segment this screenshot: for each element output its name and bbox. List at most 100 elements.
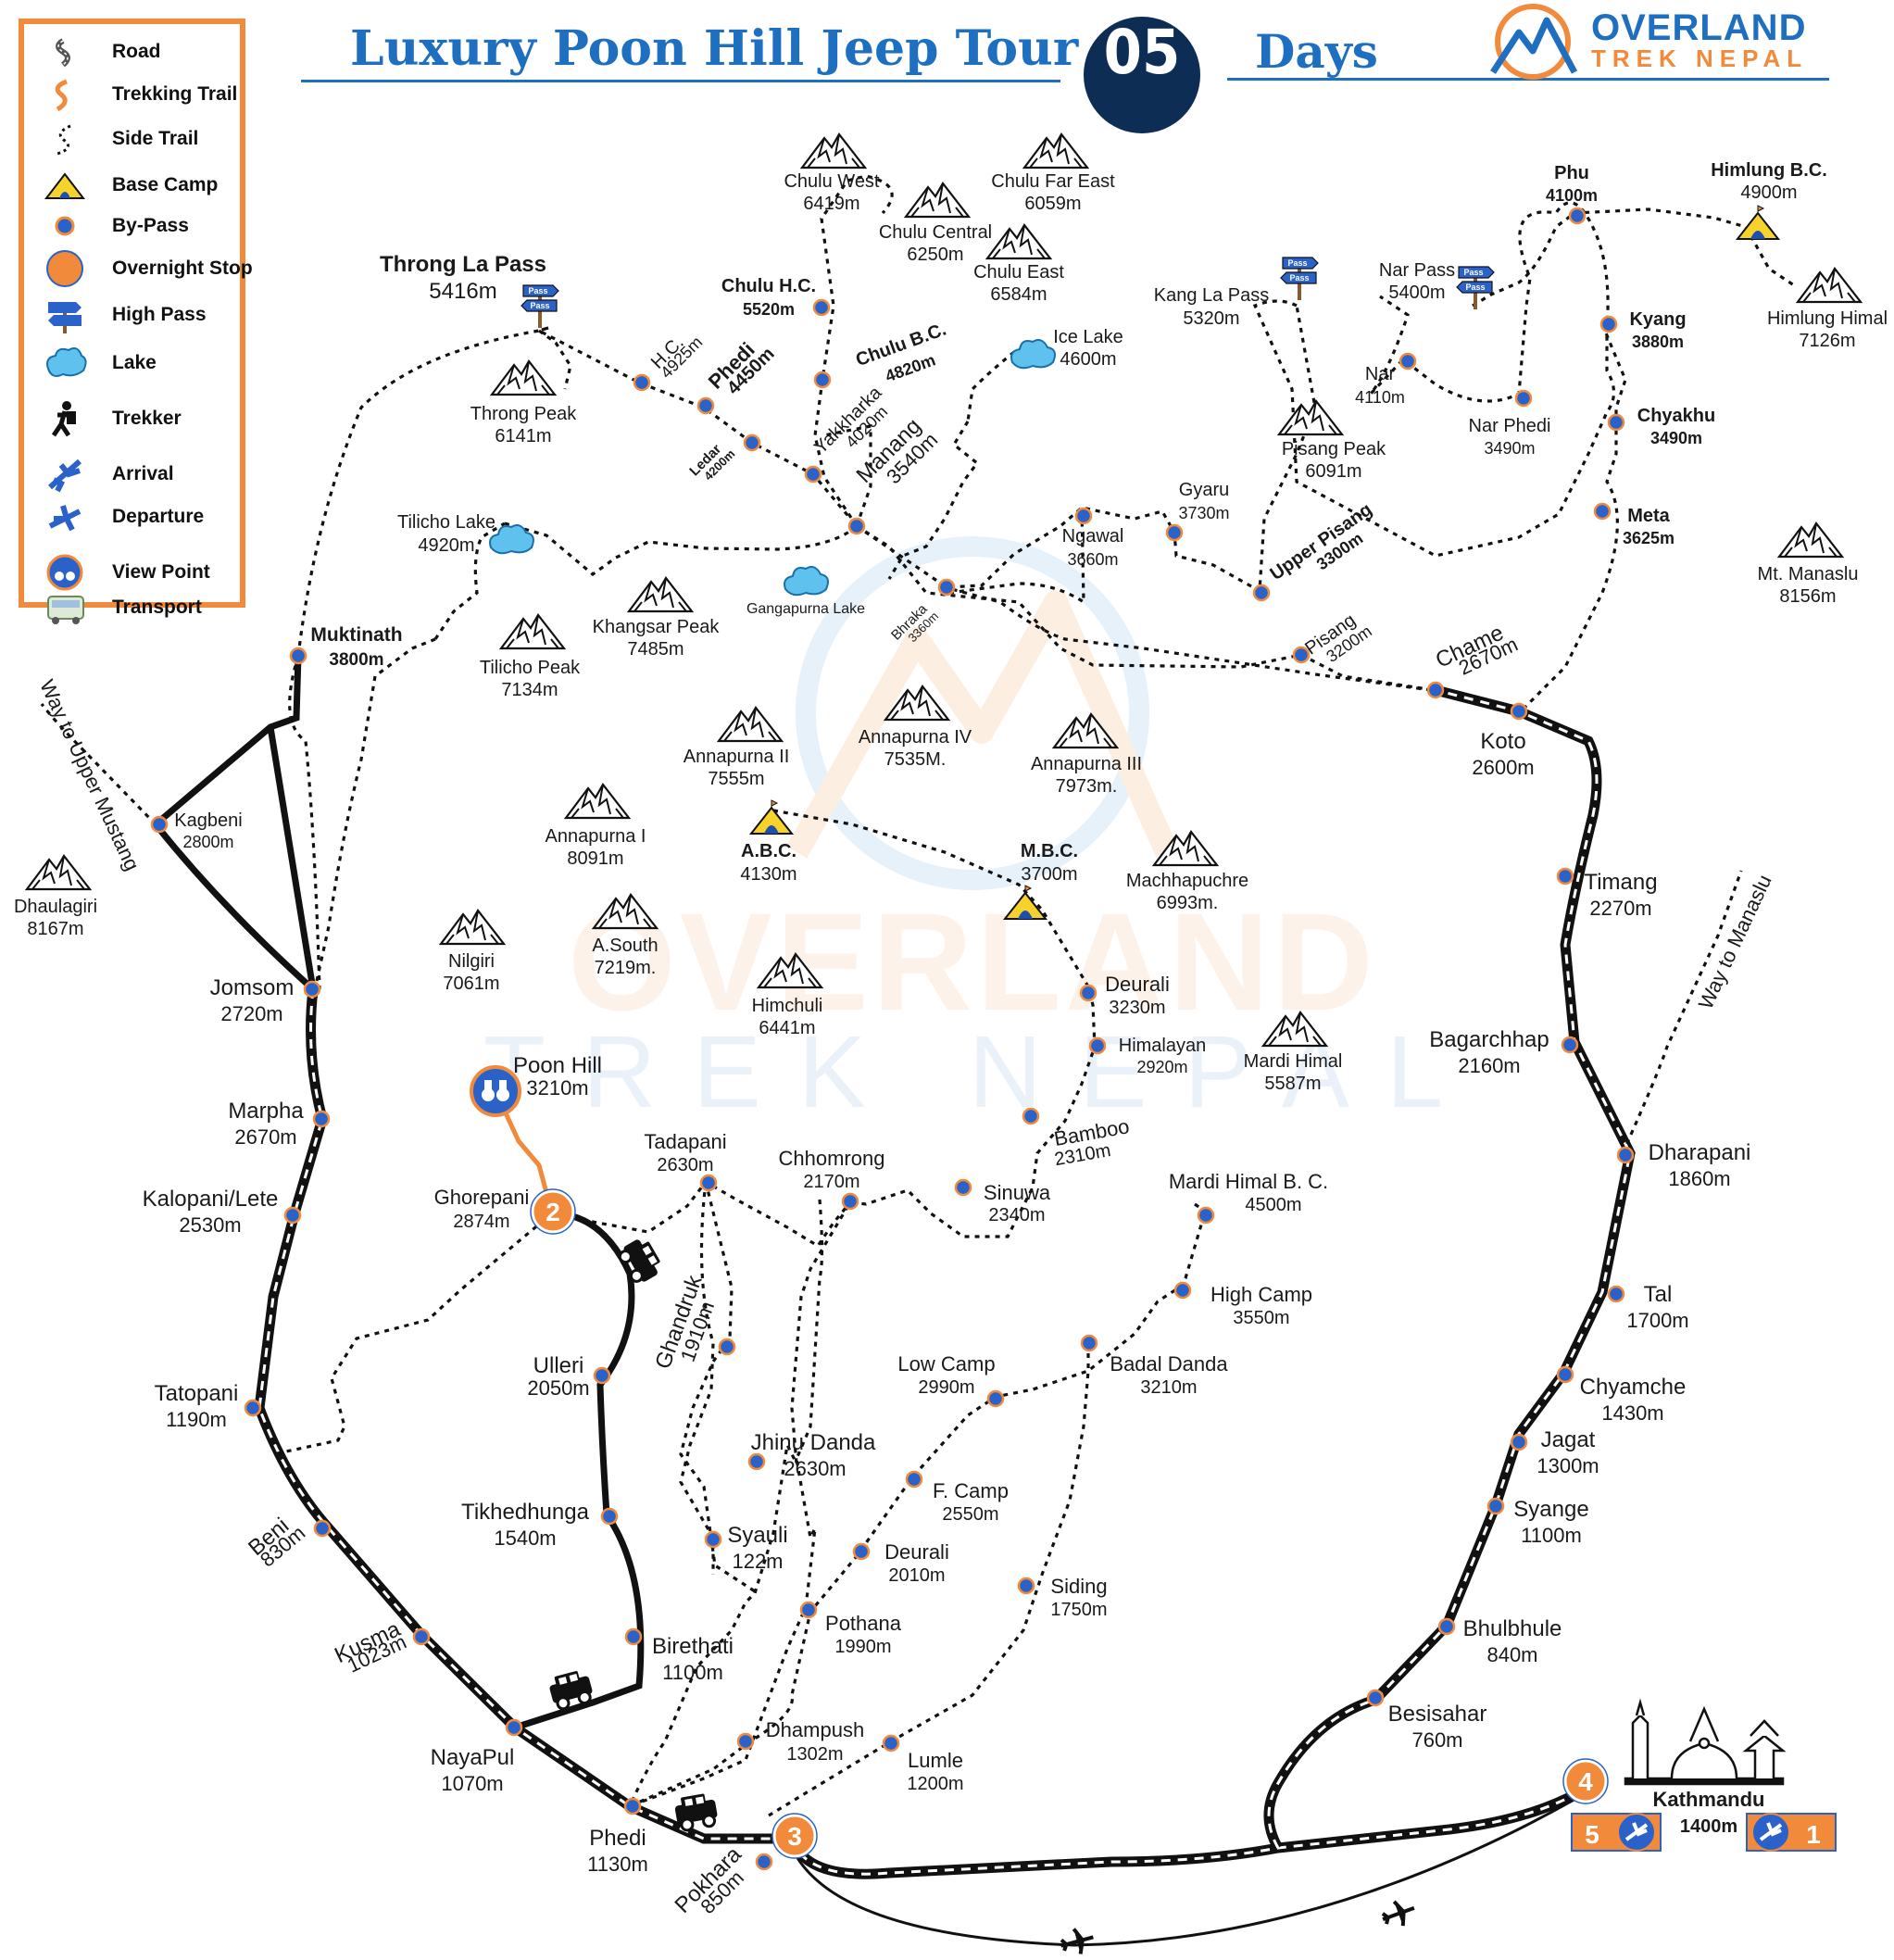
place-name: Jomsom [210,975,295,1000]
direction-label: Way to Upper Mustang [35,676,144,874]
jeep-icon [614,1233,667,1288]
place-name: Marpha [228,1099,304,1124]
legend-item: Road [24,33,246,70]
peak-name: Chulu Central [879,222,992,243]
place-elevation: 122m [732,1550,783,1573]
place-elevation: 4500m [1245,1195,1301,1215]
place-name: Birethati [652,1634,734,1659]
place-elevation: 1990m [834,1637,891,1657]
arrival-plane-icon [1381,1900,1415,1927]
brand-logo-icon [1490,4,1578,80]
bypass-stop-dot [593,1366,611,1385]
bypass-dot-icon [55,216,75,236]
place-elevation: 1100m [662,1661,723,1684]
legend-item: Departure [24,498,246,535]
place-elevation: 1300m [1537,1454,1599,1477]
departure-plane-icon [1060,1928,1094,1954]
mountain-peak-icon [1796,267,1863,304]
overnight-day-number: 3 [787,1822,802,1851]
lake-elevation: 4920m [418,535,474,556]
place-name: Deurali [884,1540,949,1564]
place-elevation: 2630m [784,1457,846,1480]
bypass-stop-dot [747,1452,766,1471]
base-camp-icon [1737,205,1779,240]
place-elevation: 2720m [220,1002,282,1025]
place-name: Bhulbhule [1463,1616,1562,1641]
place-elevation: 2800m [182,833,233,851]
bypass-stop-dot [1079,984,1098,1002]
bypass-stop-dot [633,373,651,392]
bypass-stop-dot [1568,207,1587,225]
place-elevation: 1860m [1668,1167,1730,1190]
place-name: Chyamche [1580,1375,1687,1400]
place-name: Syauli [727,1523,787,1548]
bypass-stop-dot [937,578,956,597]
place-name: Jagat [1541,1427,1596,1452]
pass-name: Throng La Pass [380,252,546,277]
tour-title: Luxury Poon Hill Jeep Tour [350,20,1079,77]
bypass-stop-dot [1599,315,1618,333]
bypass-stop-dot [289,647,307,665]
place-elevation: 1540m [494,1527,556,1550]
peak-name: A.South [592,936,658,956]
bypass-stop-dot [882,1734,900,1753]
peak-elevation: 6091m [1305,461,1361,482]
peak-name: Chulu West [784,171,879,192]
lake-elevation: 4600m [1060,349,1116,370]
bypass-stop-dot [799,1601,818,1619]
place-elevation: 3800m [329,650,383,670]
bypass-stop-dot [1017,1577,1035,1595]
legend-label: Trekking Trail [112,83,238,105]
mountain-peak-icon [1277,399,1344,436]
bypass-stop-dot [804,465,822,484]
peak-elevation: 6584m [990,284,1047,305]
high-pass-icon [1280,257,1319,301]
bypass-stop-dot [1607,1285,1625,1303]
base-camp-name: Himlung B.C. [1711,160,1827,181]
place-elevation: 3550m [1233,1308,1289,1328]
peak-elevation: 7535M. [884,749,947,770]
bypass-stop-dot [954,1178,972,1197]
peak-elevation: 8091m [567,848,623,869]
lake-icon [784,566,829,597]
place-name: Syange [1513,1497,1588,1522]
legend-item: Side Trail [24,120,246,157]
peak-name: Khangsar Peak [593,617,721,637]
view-point-icon [470,1065,521,1117]
legend-label: Side Trail [112,128,199,149]
place-name: Jhinu Danda [751,1430,876,1455]
bypass-stop-dot [313,1519,332,1538]
place-name: Chulu H.C. [721,276,816,296]
bypass-stop-dot [505,1718,523,1737]
bypass-stop-dot [1088,1037,1107,1055]
bypass-stop-dot [1437,1617,1456,1636]
peak-elevation: 7219m. [595,958,657,978]
place-name: Ulleri [533,1353,584,1378]
place-elevation: 3230m [1109,998,1165,1018]
legend-item: Lake [24,345,246,382]
legend-label: Departure [112,506,205,527]
place-name: Sinuwa [984,1181,1051,1204]
place-name: Nar Phedi [1469,416,1551,436]
view-point-icon [46,554,83,591]
poon-hill-trail [493,1089,555,1214]
place-name: Kagbeni [174,810,242,831]
overnight-day-number: 4 [1578,1767,1593,1796]
bypass-stop-dot [283,1206,302,1225]
bypass-stop-dot [624,1627,643,1646]
overnight-stop-icon [531,1189,575,1234]
bypass-stop-dot [1616,1146,1635,1164]
bypass-stop-dot [1607,413,1625,432]
place-name: Badal Danda [1110,1352,1228,1376]
peak-name: Dhaulagiri [14,897,97,917]
bypass-stop-dot [623,1797,642,1816]
legend-label: Base Camp [112,174,219,195]
peak-name: Mt. Manaslu [1758,564,1859,584]
place-name: Kyang [1629,309,1686,330]
legend-item: Base Camp [24,167,246,204]
lake-name: Tilicho Lake [397,512,495,533]
peak-elevation: 7555m [708,769,764,789]
watermark-text-line1: OVERLAND [568,884,1377,1039]
overnight-stop-icon [772,1814,817,1858]
